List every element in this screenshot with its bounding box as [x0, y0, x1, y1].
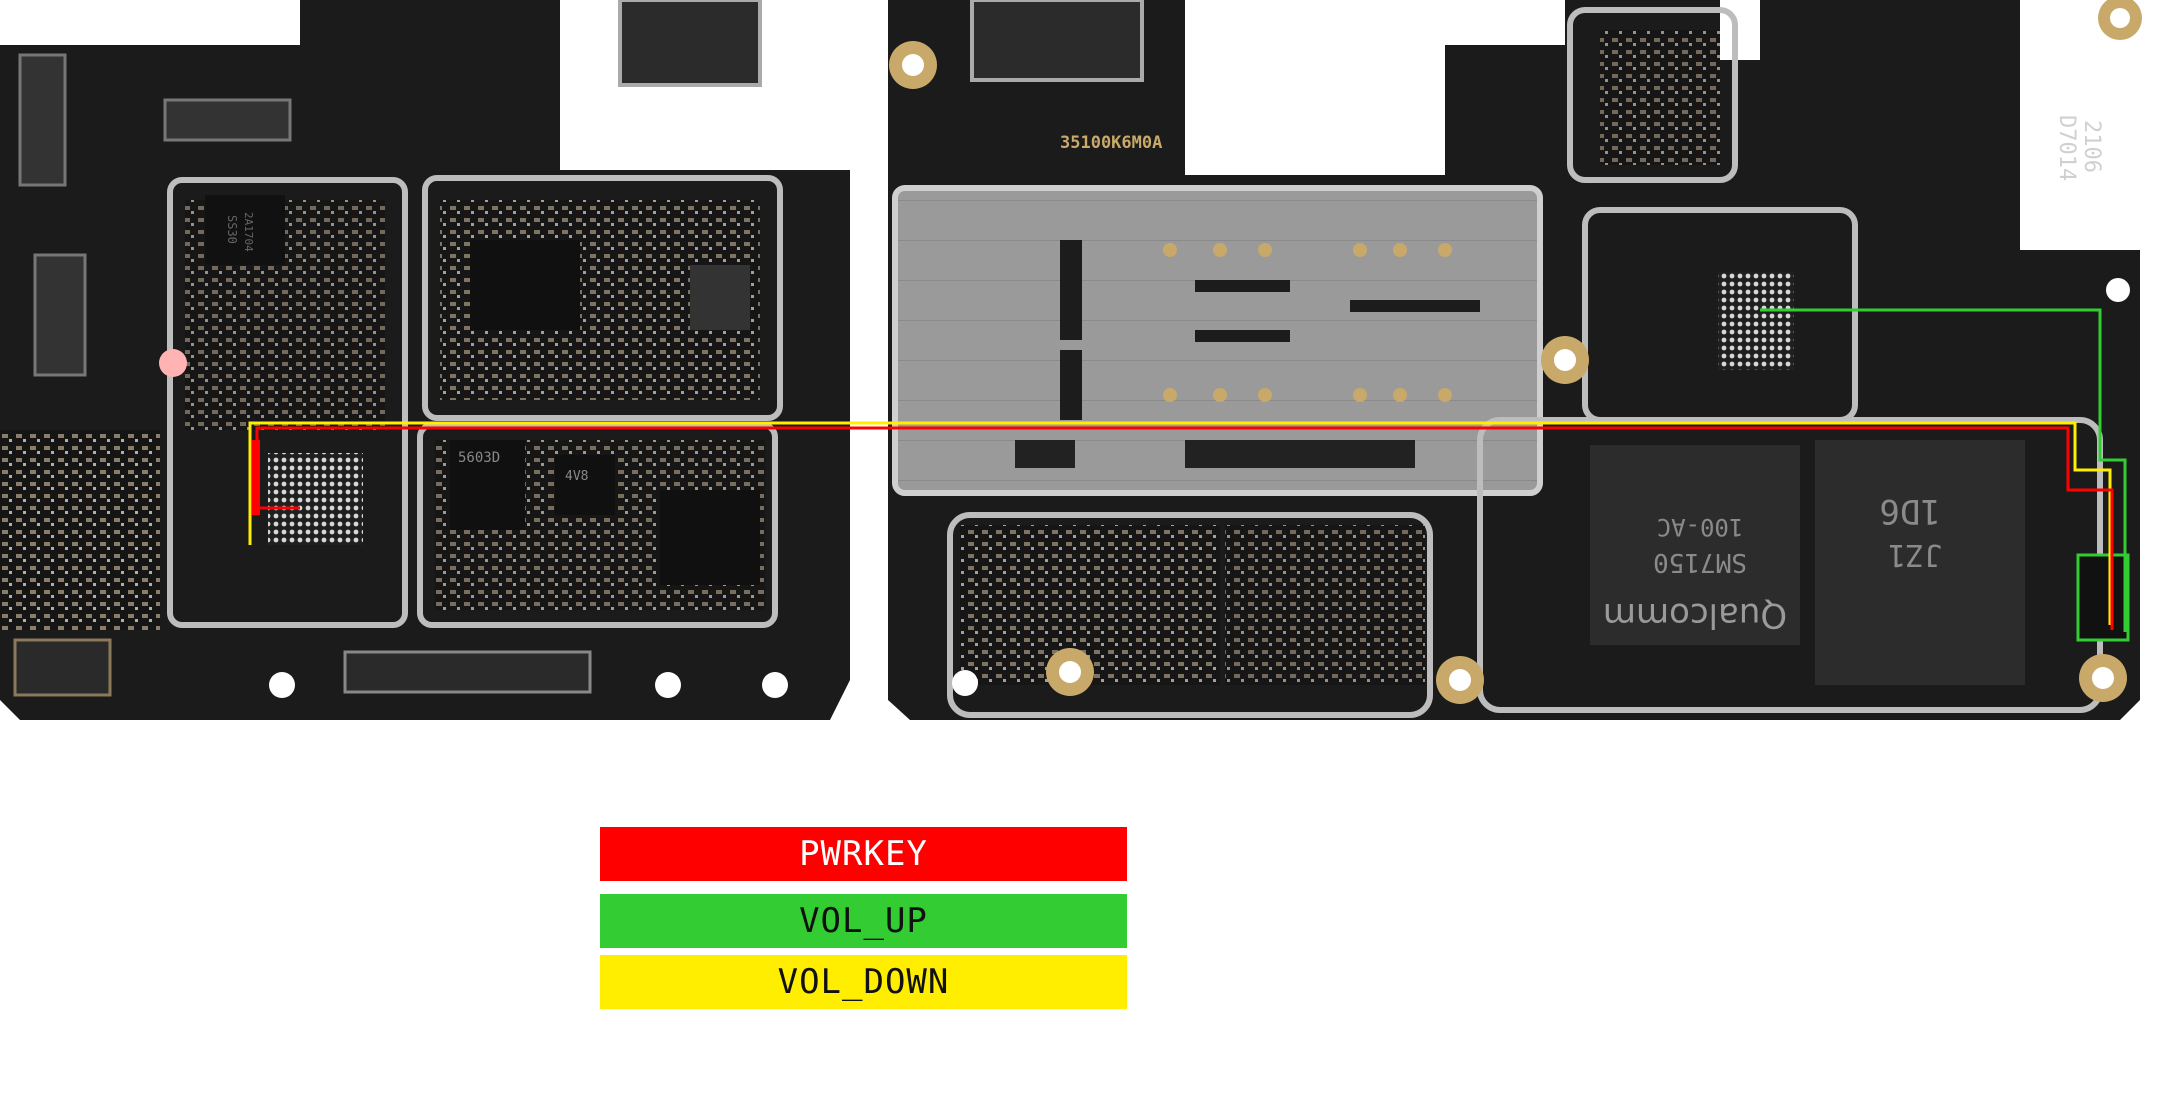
legend-pwrkey-label: PWRKEY — [799, 834, 928, 874]
svg-text:5603D: 5603D — [458, 450, 500, 466]
shield-frame-left — [167, 177, 408, 628]
signal-traces — [248, 308, 2127, 632]
legend-vol-up-label: VOL_UP — [799, 901, 928, 941]
legend-vol-up: VOL_UP — [600, 894, 1127, 948]
qualcomm-cpu — [1590, 445, 1800, 645]
shield-frame-bottom — [417, 422, 778, 628]
board-part-number: 35100K6M0A — [1060, 133, 1162, 153]
legend-vol-down-label: VOL_DOWN — [777, 962, 950, 1002]
connector-left-1 — [18, 53, 67, 187]
legend-pwrkey: PWRKEY — [600, 827, 1127, 881]
connector-left-2 — [33, 253, 87, 377]
shield-frame-top — [422, 175, 783, 421]
svg-text:Qualcomm: Qualcomm — [1603, 595, 1787, 635]
trace-vol-up — [1760, 308, 2127, 632]
svg-text:4V8: 4V8 — [565, 469, 588, 484]
connector-bottom — [343, 650, 592, 694]
side-key-connector — [2076, 553, 2130, 642]
camera-module — [618, 0, 762, 87]
svg-text:1D6: 1D6 — [1879, 491, 1940, 531]
trace-pwrkey-pad — [252, 440, 260, 515]
bga-ic-left — [268, 453, 363, 545]
svg-text:SM7150: SM7150 — [1653, 547, 1747, 577]
left-pcb-board: SS30 2A1704 5603D 4V8 — [0, 0, 850, 720]
board-edge-code-1: 2106 — [2079, 120, 2104, 173]
trace-vol-down — [248, 421, 2112, 625]
bga-ic-right — [1718, 272, 1794, 370]
svg-text:2A1704: 2A1704 — [242, 212, 255, 252]
connector-top — [163, 98, 292, 142]
memory-chip — [1815, 440, 2025, 685]
svg-text:JZ1: JZ1 — [1888, 537, 1942, 572]
board-edge-code-2: D7014 — [2054, 115, 2079, 181]
svg-text:SS30: SS30 — [225, 215, 239, 244]
svg-text:100-AC: 100-AC — [1657, 513, 1744, 541]
rf-chip — [470, 240, 580, 330]
pmic-chip — [205, 195, 285, 265]
legend-vol-down: VOL_DOWN — [600, 955, 1127, 1009]
right-pcb-board: 35100K6M0A 2106 D7014 Qualcomm SM7150 10… — [888, 0, 2142, 720]
